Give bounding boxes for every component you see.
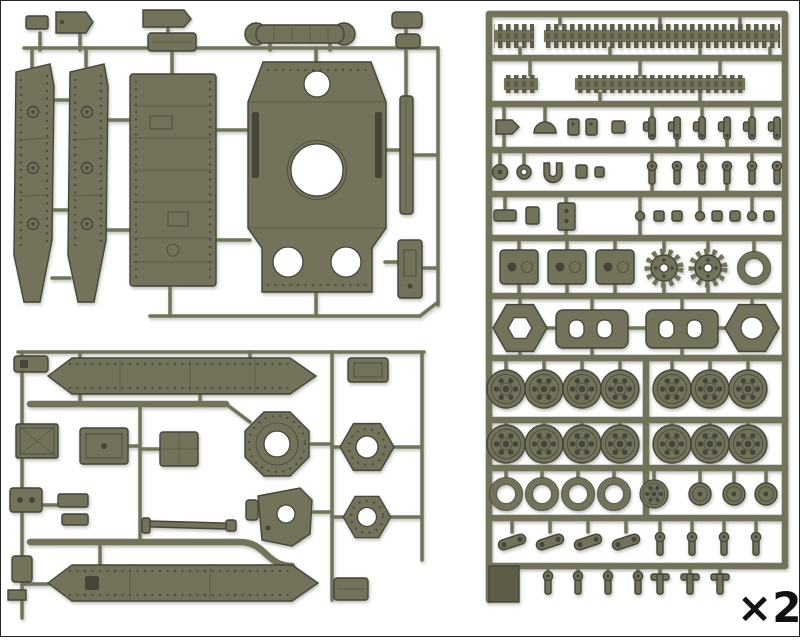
c-hex-hub-left [492, 303, 548, 353]
road-wheel [600, 369, 640, 409]
road-wheel [728, 424, 768, 464]
small-wheel [688, 482, 712, 506]
road-wheel [486, 369, 526, 409]
road-wheel [524, 424, 564, 464]
b-gun-barrel [141, 517, 237, 534]
a-small-brackets [25, 11, 94, 34]
road-wheel [652, 424, 692, 464]
a-side-beam [397, 95, 423, 299]
suspension-pin [718, 531, 730, 556]
suspension-pin [696, 160, 708, 185]
suspension-pin [572, 570, 584, 595]
b-hatch-2 [159, 431, 199, 467]
suspension-pin [746, 160, 758, 185]
c-solid-block [488, 565, 520, 603]
sprue-c [485, 10, 789, 604]
road-wheel [690, 424, 730, 464]
c-suspension-plates [555, 309, 719, 349]
road-wheel [562, 369, 602, 409]
c-tiny-fittings-row [634, 210, 775, 222]
b-hex-housing-1 [339, 422, 395, 472]
multiplier-label: ×2 [737, 583, 800, 632]
b-hatch-1 [79, 427, 129, 465]
c-small-fittings-row-1 [495, 118, 626, 136]
suspension-pin [602, 570, 614, 595]
a-superstructure-shell [247, 61, 387, 293]
suspension-pin [542, 570, 554, 595]
b-stowage-box [15, 423, 59, 459]
b-turret-ring [244, 411, 310, 477]
c-final-drive-housings [499, 249, 635, 285]
suspension-pin [721, 160, 733, 185]
suspension-pin [686, 531, 698, 556]
road-wheel [690, 369, 730, 409]
road-wheel [524, 369, 564, 409]
c-small-fittings-row-2 [491, 162, 605, 184]
road-wheel [486, 424, 526, 464]
c-hex-hub-right [724, 303, 780, 353]
sprue-b-runners [16, 350, 426, 620]
suspension-pin [654, 531, 666, 556]
b-small-bracket [13, 355, 49, 373]
b-hex-housing-2 [342, 495, 392, 539]
road-wheel [652, 369, 692, 409]
suspension-pin [671, 160, 683, 185]
c-small-fittings-row-3 [493, 202, 576, 231]
c-track-run-long-2 [575, 75, 745, 93]
a-hull-side-panel-right [67, 63, 109, 303]
sprue-b [7, 350, 426, 620]
b-small-fittings-left [7, 487, 43, 601]
road-wheel [562, 424, 602, 464]
a-small-fittings-right [391, 11, 423, 49]
c-track-run-short-1 [494, 24, 534, 48]
b-small-plates [57, 493, 89, 526]
a-hinge-parts [142, 9, 197, 52]
suspension-pin [750, 531, 762, 556]
small-wheel [722, 482, 746, 506]
c-t-fittings-row [650, 573, 730, 595]
b-end-plate [333, 577, 369, 601]
small-wheel [754, 482, 778, 506]
b-fender-top [46, 357, 318, 395]
c-track-run-short-2 [504, 75, 538, 93]
b-fender-bottom [46, 564, 320, 602]
b-top-right-plate [347, 357, 389, 383]
svg-text:×2: ×2 [737, 583, 800, 632]
a-hull-roof-panel [129, 73, 217, 287]
a-hull-side-panel-left [13, 63, 55, 303]
road-wheel [600, 424, 640, 464]
suspension-pin [632, 570, 644, 595]
b-gun-mount [245, 487, 313, 547]
road-wheel [728, 369, 768, 409]
suspension-pin [771, 160, 783, 185]
sprue-a [13, 9, 440, 318]
idler-wheel [639, 479, 669, 509]
a-exhaust-pipe [244, 22, 356, 46]
suspension-pin [646, 160, 658, 185]
c-track-run-long-1 [544, 24, 780, 48]
sprue-c-runners [485, 10, 789, 604]
